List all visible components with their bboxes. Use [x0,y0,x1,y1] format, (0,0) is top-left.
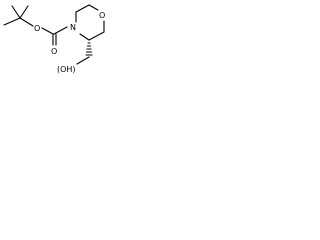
tbutyl-methyl-bond-1 [3,17,21,26]
structure-diagram: O O N O (OH) [0,0,116,83]
ester-oxygen-label: O [34,24,40,33]
ring-bond-c3-n [79,33,90,41]
tbutyl-methyl-bond-2 [11,5,21,19]
ester-oxygen-carbonyl-bond [41,27,54,35]
molecule-structure: O O N O (OH) [0,0,116,83]
ring-oxygen-label: O [99,11,105,20]
ring-nitrogen-label: N [70,23,76,32]
ring-bond-c2-c3 [88,31,105,41]
hydroxymethyl-label: (OH) [57,65,76,74]
tbutyl-oxygen-bond [19,17,34,27]
canvas-background [0,0,116,83]
carbonyl-nitrogen-bond [53,26,68,35]
ring-bond-c6-o [88,4,99,11]
carbonyl-oxygen-label: O [51,47,57,56]
hydroxymethyl-bond [76,56,90,65]
tbutyl-methyl-bond-3 [19,5,29,19]
ring-bond-c5-c6 [75,4,90,13]
